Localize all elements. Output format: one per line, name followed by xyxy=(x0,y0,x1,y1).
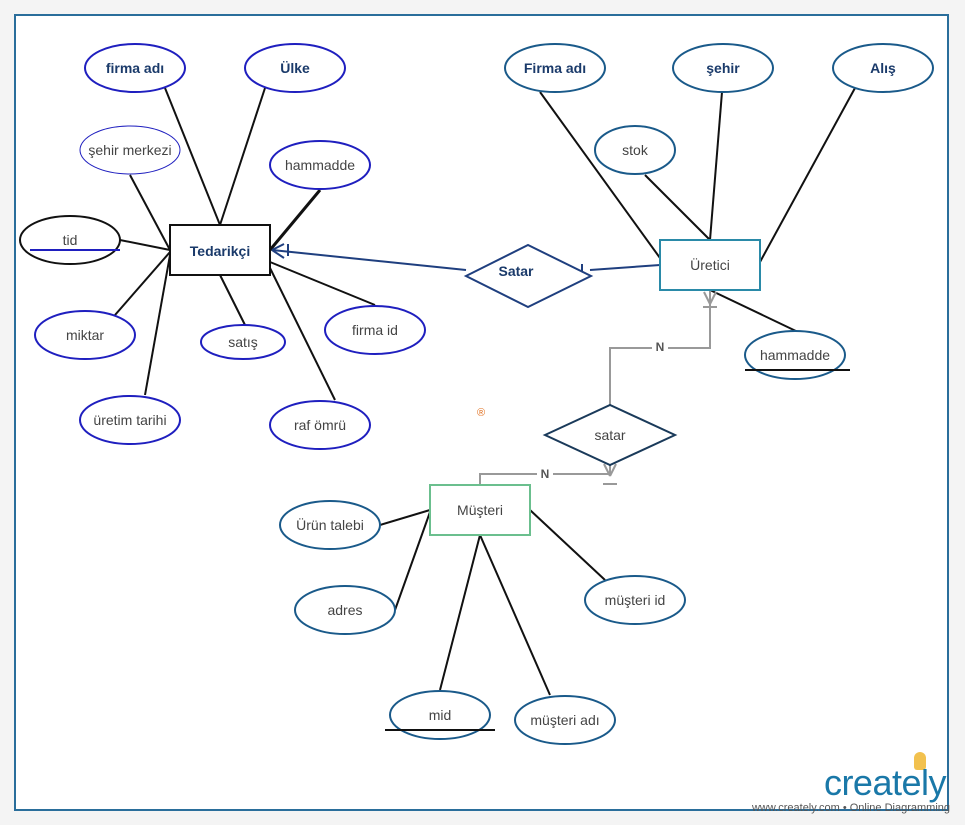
attr-mid: mid xyxy=(385,690,495,740)
attr-firma-adi-uretici: Firma adı xyxy=(504,43,606,93)
attr-firma-adi-label: firma adı xyxy=(106,60,164,76)
attr-musteri-id-label: müşteri id xyxy=(605,592,666,608)
entity-uretici-label: Üretici xyxy=(690,256,730,273)
attr-firma-id: firma id xyxy=(324,305,426,355)
attr-miktar: miktar xyxy=(34,310,136,360)
attr-ulke-label: Ülke xyxy=(280,60,310,76)
attr-stok-label: stok xyxy=(622,142,649,158)
attr-sehir-merkezi-label: şehir merkezi xyxy=(88,142,171,158)
card-n-lower-bg xyxy=(537,467,553,481)
attr-satis: satış xyxy=(200,324,286,360)
relationship-satar-bottom: satar xyxy=(542,403,678,467)
entity-uretici: Üretici xyxy=(659,239,761,291)
tedarikci-attribute-lines xyxy=(114,87,376,401)
attr-urun-talebi-label: Ürün talebi xyxy=(296,516,364,533)
uretici-attribute-lines xyxy=(539,87,856,333)
attr-miktar-label: miktar xyxy=(66,327,104,343)
lightbulb-icon xyxy=(914,752,926,770)
attr-uretim-tarihi: üretim tarihi xyxy=(79,395,181,445)
attr-musteri-adi-label: müşteri adı xyxy=(530,712,599,728)
entity-musteri-label: Müşteri xyxy=(457,502,503,518)
attr-sehir: şehir xyxy=(672,43,774,93)
attr-hammadde-uretici: hammadde xyxy=(744,330,850,380)
musteri-attribute-lines xyxy=(379,509,606,696)
attr-alis: Alış xyxy=(832,43,934,93)
cardinality-n-upper: N xyxy=(656,340,665,354)
relationship-satar-top: Satar xyxy=(463,243,594,309)
attr-urun-talebi: Ürün talebi xyxy=(279,500,381,550)
creately-branding: creately www.creately.com • Online Diagr… xyxy=(728,752,958,822)
attr-musteri-id: müşteri id xyxy=(584,575,686,625)
attr-adres-label: adres xyxy=(327,602,362,618)
creately-logo: creately xyxy=(823,762,947,803)
attr-alis-label: Alış xyxy=(870,60,896,76)
attr-hammadde-tedarikci-label: hammadde xyxy=(285,157,355,173)
attr-sehir-label: şehir xyxy=(706,60,740,76)
relationship-satar-top-label: Satar xyxy=(498,263,534,279)
attr-raf-omru: raf ömrü xyxy=(269,400,371,450)
creately-tagline: www.creately.com • Online Diagramming xyxy=(751,802,950,814)
attr-firma-adi-uretici-label: Firma adı xyxy=(524,60,586,76)
attr-sehir-merkezi: şehir merkezi xyxy=(79,125,181,175)
attr-firma-adi: firma adı xyxy=(84,43,186,93)
attr-mid-label: mid xyxy=(429,707,452,723)
cardinality-n-lower: N xyxy=(541,467,550,481)
attr-tid: tid xyxy=(19,215,121,265)
attr-stok: stok xyxy=(594,125,676,175)
card-n-upper-bg xyxy=(652,340,668,354)
attr-adres: adres xyxy=(294,585,396,635)
attr-hammadde-uretici-label: hammadde xyxy=(760,347,830,363)
relationship-satar-bottom-label: satar xyxy=(594,427,625,443)
attr-musteri-adi: müşteri adı xyxy=(514,695,616,745)
attr-tid-label: tid xyxy=(63,232,78,248)
attr-uretim-tarihi-label: üretim tarihi xyxy=(93,412,166,428)
entity-tedarikci: Tedarikçi xyxy=(169,224,271,276)
attr-satis-label: satış xyxy=(228,334,258,350)
attr-firma-id-label: firma id xyxy=(352,322,398,338)
entity-tedarikci-label: Tedarikçi xyxy=(190,243,250,259)
attr-hammadde-tedarikci: hammadde xyxy=(269,140,371,190)
registered-mark: ® xyxy=(477,407,485,419)
attr-raf-omru-label: raf ömrü xyxy=(294,417,346,433)
entity-musteri: Müşteri xyxy=(429,484,531,536)
attr-ulke: Ülke xyxy=(244,43,346,93)
